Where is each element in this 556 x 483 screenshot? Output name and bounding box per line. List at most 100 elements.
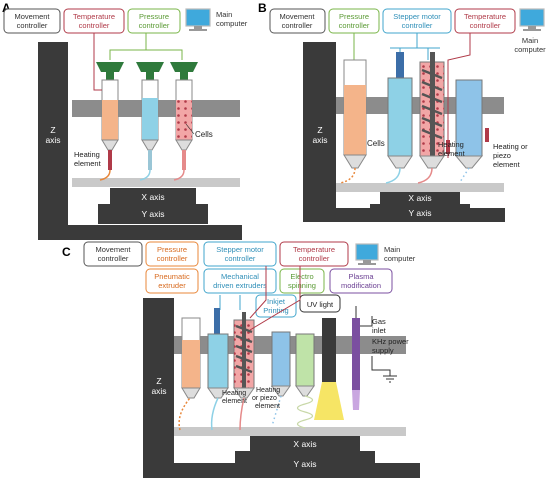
panel-c-extruder-electrospinning	[295, 333, 315, 397]
panel-c-x-stage	[250, 436, 360, 451]
panel-a-temperature-text-2: controller	[79, 21, 110, 30]
panel-c-gas-text-1: Gas	[372, 317, 386, 326]
panel-a-movement-text-2: controller	[17, 21, 48, 30]
panel-c-khz-text-2: supply	[372, 346, 394, 355]
panel-b-z-label-2: axis	[312, 135, 327, 145]
panel-c-uv-box	[299, 294, 341, 313]
panel-c-temperature-wires	[249, 266, 301, 331]
panel-a-syringe-3	[170, 62, 198, 170]
panel-c-pressure-text-2: controller	[157, 254, 188, 263]
panel-c-plasma-torch	[352, 306, 360, 410]
panel-b-temperature-text-2: controller	[470, 21, 501, 30]
panel-c-pneumatic-box	[145, 268, 199, 294]
panel-b-extrusion-1	[339, 167, 356, 184]
panel-c-inkjet-text-1: Inkjet	[267, 297, 286, 306]
panel-b-cells-label: Cells	[367, 139, 385, 148]
panel-c-extruder-mechanical-1	[207, 308, 229, 399]
panel-b-piezo-text-2: piezo	[493, 151, 511, 160]
panel-b-heating-block	[446, 140, 450, 154]
panel-a-y-label: Y axis	[142, 209, 165, 219]
panel-a-temperature-wire	[93, 33, 102, 91]
panel-c-movement-text-2: controller	[98, 254, 129, 263]
panel-c-heating-text-2: element	[222, 398, 247, 405]
panel-b-piezo-text-3: element	[493, 160, 521, 169]
panel-a-extrusion-1	[99, 169, 111, 181]
panel-a-pressure-text-1: Pressure	[139, 12, 169, 21]
panel-a-syringe-2	[136, 62, 164, 170]
panel-b-stepper-text-1: Stepper motor	[393, 12, 441, 21]
panel-a-heating-text-1: Heating	[74, 150, 100, 159]
panel-b-pressure-text-1: Pressure	[339, 12, 369, 21]
panel-a-z-label-2: axis	[45, 135, 60, 145]
panel-c-plasma-text-2: modification	[341, 281, 381, 290]
panel-a-x-label: X axis	[141, 192, 164, 202]
panel-c-z-label-1: Z	[156, 376, 161, 386]
panel-a-pressure-text-2: controller	[139, 21, 170, 30]
panel-c-heating-text-1: Heating	[222, 390, 246, 397]
panel-c-stepper-box	[203, 241, 277, 267]
panel-b-letter: B	[258, 1, 267, 15]
panel-c-extruder-mechanical-2	[233, 312, 255, 399]
panel-a-y-stage	[98, 204, 208, 224]
panel-b-temperature-box	[454, 8, 516, 34]
panel-b-temperature-text-1: Temperature	[464, 12, 506, 21]
panel-c-electro-box	[279, 268, 325, 294]
panel-b-extrusion-3	[417, 167, 433, 184]
panel-b-computer-text-1: Main	[522, 36, 538, 45]
panel-b-piezo-text-1: Heating or	[493, 142, 528, 151]
panel-b-computer-icon	[519, 8, 545, 31]
panel-b-syringe-2	[387, 52, 413, 169]
panel-c-temperature-text-1: Temperature	[293, 245, 335, 254]
panel-a-letter: A	[2, 1, 11, 15]
panel-c-y-label: Y axis	[294, 459, 317, 469]
panel-a-computer-text-2: computer	[216, 19, 248, 28]
panel-b-piezo-block	[485, 128, 489, 142]
panel-c-pressure-text-1: Pressure	[157, 245, 187, 254]
panel-b-heating-text-2: element	[438, 149, 466, 158]
panel-a-computer-icon	[185, 8, 211, 31]
panel-b-syringe-3	[419, 52, 445, 169]
panel-b-movement-text-1: Movement	[279, 12, 315, 21]
panel-a-print-bed	[72, 178, 240, 187]
panel-c-x-label: X axis	[293, 439, 316, 449]
panel-c-print-bed	[174, 427, 406, 436]
panel-b-z-frame	[303, 42, 505, 222]
panel-c-pneumatic-text-1: Pneumatic	[154, 272, 190, 281]
panel-c-extruder-inkjet	[271, 331, 291, 397]
panel-a-cells-label: Cells	[195, 130, 213, 139]
panel-c-computer-text-2: computer	[384, 254, 416, 263]
panel-c-stepper-text-2: controller	[225, 254, 256, 263]
panel-a-movement-text-1: Movement	[14, 12, 50, 21]
panel-c-extrusion-2	[210, 397, 219, 431]
panel-a-x-stage	[110, 188, 196, 204]
panel-a-cells-pointer	[185, 123, 195, 135]
panel-c-droplets	[271, 395, 282, 427]
panel-b-pressure-text-2: controller	[339, 21, 370, 30]
panel-c-z-label-2: axis	[151, 386, 166, 396]
panel-c-plasma-text-1: Plasma	[348, 272, 374, 281]
panel-c-temperature-text-2: controller	[299, 254, 330, 263]
panel-c-extrusion-1	[178, 397, 191, 431]
panel-c-inkjet-text-2: Printing	[263, 306, 288, 315]
panel-c-extrusion-3	[239, 397, 245, 431]
panel-c-ground-line	[371, 356, 391, 376]
panel-a-z-label-1: Z	[50, 125, 55, 135]
panel-c-mechanical-text-2: driven extruders	[213, 281, 267, 290]
panel-a-temperature-text-1: Temperature	[73, 12, 115, 21]
panel-c-plasma-box	[329, 268, 393, 294]
panel-b-movement-text-2: controller	[282, 21, 313, 30]
panel-b: B Z axis X axis Y axis Movement controll…	[258, 1, 546, 222]
panel-a-syringe-1	[96, 62, 124, 170]
panel-c-electro-text-2: spinning	[288, 281, 316, 290]
panel-b-x-label: X axis	[408, 193, 431, 203]
panel-c-ground-icon	[383, 375, 397, 383]
panel-c-gas-text-2: inlet	[372, 326, 387, 335]
panel-a-movement-box	[3, 8, 61, 34]
panel-c-computer-icon	[355, 243, 379, 265]
panel-c-piezo-text-1: Heating	[256, 387, 280, 394]
panel-c: C Z axis X axis Y axis Movement controll…	[62, 241, 420, 478]
panel-a-computer-text-1: Main	[216, 10, 232, 19]
panel-c-movement-text-1: Movement	[95, 245, 131, 254]
panel-c-computer-text-1: Main	[384, 245, 400, 254]
panel-c-stepper-text-1: Stepper motor	[216, 245, 264, 254]
